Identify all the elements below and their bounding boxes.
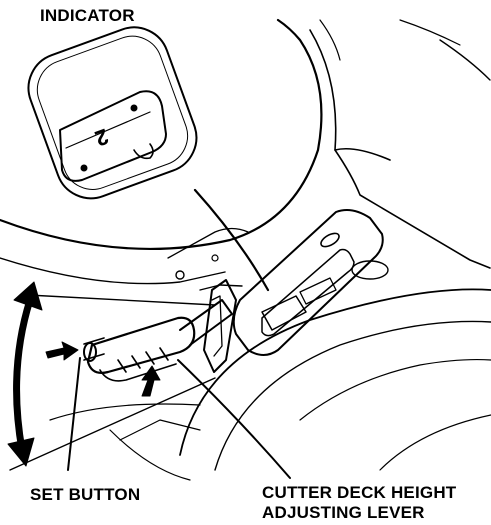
wheel-arc: [179, 288, 491, 456]
set-button-label: SET BUTTON: [30, 485, 141, 504]
cutter-lever-label-line2: ADJUSTING LEVER: [262, 503, 425, 522]
cutter-lever-leader: [177, 359, 291, 479]
indicator-pin: [133, 143, 154, 160]
mount-hole: [175, 270, 185, 280]
leader-line: [9, 377, 216, 471]
wheel-arc: [214, 320, 491, 471]
lever-shaft: [179, 299, 233, 346]
indicator-window: [59, 90, 167, 182]
indicator-leader: [193, 188, 270, 292]
cutter-lever-label: CUTTER DECK HEIGHT ADJUSTING LEVER: [262, 483, 456, 523]
cutter-lever-label-line1: CUTTER DECK HEIGHT: [262, 483, 457, 502]
lever-bracket: [203, 279, 237, 373]
guide-notch: [261, 295, 307, 331]
body-contour: [379, 414, 491, 471]
body-contour: [319, 19, 341, 61]
lever-bracket: [211, 295, 223, 357]
hood-edge: [167, 227, 249, 259]
push-arrow: [45, 341, 79, 361]
guide-notch: [299, 277, 337, 305]
body-contour: [309, 29, 391, 161]
indicator-inset: [27, 26, 198, 200]
set-button-leader: [67, 357, 81, 471]
indicator-dot: [130, 104, 138, 112]
grip-ridges: [117, 347, 169, 373]
hood-edge: [0, 257, 226, 285]
callout-arc: [0, 18, 323, 251]
lever-shaft: [199, 284, 243, 291]
range-arrow-head-bottom: [7, 437, 35, 467]
up-arrow: [141, 365, 161, 397]
guide-plate: [232, 209, 384, 356]
guide-slot: [261, 248, 355, 337]
body-contour: [119, 419, 201, 441]
body-contour: [334, 149, 491, 269]
lever-handle: [86, 316, 196, 374]
mount-hole: [211, 254, 219, 262]
lever-handle: [99, 363, 177, 382]
cup-recess: [351, 260, 389, 280]
leader-line: [27, 294, 216, 306]
indicator-window: [65, 111, 151, 149]
body-contour: [439, 39, 491, 81]
indicator-inset-inner: [36, 35, 189, 190]
range-arrow-shaft: [13, 296, 34, 454]
body-contour: [299, 358, 491, 421]
set-button-body: [83, 337, 105, 361]
guide-hole: [320, 232, 340, 248]
indicator-label: INDICATOR: [40, 6, 135, 25]
body-contour: [399, 19, 461, 46]
body-contour: [109, 429, 191, 481]
indicator-dot: [80, 164, 88, 172]
body-contour: [49, 403, 201, 421]
indicator-digit: 2: [92, 124, 112, 152]
